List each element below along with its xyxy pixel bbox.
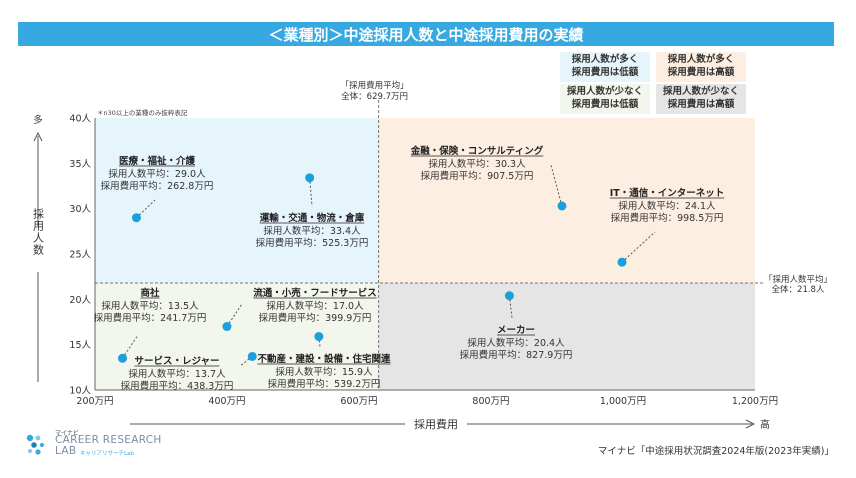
- ref-value-hires: 全体：21.8人: [772, 284, 825, 295]
- point-hires-label: 採用人数平均：24.1人: [618, 200, 716, 212]
- y-tick-label: 15人: [69, 340, 91, 351]
- ref-value-cost: 全体：629.7万円: [341, 91, 408, 102]
- y-tick-label: 40人: [69, 114, 91, 125]
- x-arrow-head-icon: [745, 419, 756, 429]
- point-hires-label: 採用人数平均：30.3人: [428, 158, 526, 170]
- point-hires-label: 採用人数平均：13.7人: [128, 368, 226, 380]
- data-point: [305, 173, 315, 183]
- leader-line: [226, 303, 243, 327]
- x-tick-label: 400万円: [208, 396, 245, 407]
- logo-dots-icon: [26, 434, 44, 455]
- legend-bottom-right: 採用人数が少なく 採用費用は高額: [656, 84, 746, 114]
- point-industry-label: 医療・福祉・介護: [119, 155, 196, 167]
- leader-line: [550, 164, 563, 207]
- data-point: [222, 322, 232, 332]
- x-label-bg: [405, 416, 467, 432]
- brand-subname: キャリアリサーチLab: [80, 451, 134, 457]
- point-cost-label: 採用費用平均：907.5万円: [421, 170, 534, 182]
- point-industry-label: 運輸・交通・物流・倉庫: [260, 212, 365, 224]
- point-cost-label: 採用費用平均：399.9万円: [259, 312, 372, 324]
- point-industry-label: 金融・保険・コンサルティング: [410, 145, 544, 157]
- quadrant-bottom-left: [95, 283, 379, 390]
- x-tick-label: 1,200万円: [732, 396, 778, 407]
- footnote-n30: ＊n30以上の業種のみ抜粋表記: [97, 108, 188, 117]
- point-cost-label: 採用費用平均：438.3万円: [121, 380, 234, 392]
- x-tick-label: 800万円: [472, 396, 509, 407]
- point-cost-label: 採用費用平均：525.3万円: [256, 237, 369, 249]
- ref-label-hires: 「採用人数平均」: [764, 274, 832, 285]
- x-tick-label: 600万円: [340, 396, 377, 407]
- legend-top-right: 採用人数が多く 採用費用は高額: [656, 52, 746, 82]
- leader-line: [621, 231, 656, 263]
- point-hires-label: 採用人数平均：15.9人: [275, 366, 373, 378]
- y-axis-top-label: 多: [33, 114, 43, 126]
- career-research-lab-logo: [24, 428, 164, 462]
- data-point: [118, 353, 128, 363]
- point-cost-label: 採用費用平均：262.8万円: [101, 180, 214, 192]
- leader-line: [122, 334, 139, 359]
- data-point: [247, 351, 257, 361]
- x-tick-label: 1,000万円: [600, 396, 646, 407]
- source-note: マイナビ「中途採用状況調査2024年版(2023年実績)」: [597, 446, 834, 457]
- leader-line: [239, 356, 253, 367]
- point-hires-label: 採用人数平均：20.4人: [467, 337, 565, 349]
- y-axis-title: 採用人数: [32, 207, 45, 256]
- point-industry-label: サービス・レジャー: [134, 355, 219, 367]
- y-tick-label: 25人: [69, 250, 91, 261]
- point-hires-label: 採用人数平均：29.0人: [108, 168, 206, 180]
- leader-line: [309, 177, 313, 207]
- x-axis-title: 採用費用: [414, 417, 458, 431]
- point-industry-label: IT・通信・インターネット: [610, 187, 725, 199]
- y-label-bg: [28, 226, 48, 272]
- x-axis-right-label: 高: [760, 418, 770, 431]
- point-cost-label: 採用費用平均：539.2万円: [268, 378, 381, 390]
- point-cost-label: 採用費用平均：827.9万円: [460, 349, 573, 361]
- point-cost-label: 採用費用平均：998.5万円: [611, 212, 724, 224]
- ref-label-cost: 「採用費用平均」: [341, 80, 409, 91]
- legend-bottom-left: 採用人数が少なく 採用費用は低額: [560, 84, 650, 114]
- quadrant-top-left: [95, 118, 379, 284]
- x-tick-label: 200万円: [76, 396, 113, 407]
- quadrant-bottom-right: [378, 283, 755, 390]
- y-tick-label: 35人: [69, 159, 91, 170]
- point-hires-label: 採用人数平均：17.0人: [266, 300, 364, 312]
- data-point: [131, 213, 141, 223]
- quadrant-top-right: [378, 118, 755, 284]
- y-tick-label: 20人: [69, 295, 91, 306]
- y-tick-label: 30人: [69, 204, 91, 215]
- brand-mynavi: マイナビ: [55, 430, 79, 437]
- point-cost-label: 採用費用平均：241.7万円: [94, 312, 207, 324]
- point-industry-label: メーカー: [497, 325, 535, 336]
- point-hires-label: 採用人数平均：33.4人: [263, 225, 361, 237]
- data-point: [557, 201, 567, 211]
- y-tick-label: 10人: [69, 386, 91, 397]
- data-point: [314, 332, 324, 342]
- point-industry-label: 商社: [140, 287, 160, 299]
- point-industry-label: 不動産・建設・設備・住宅関連: [257, 353, 391, 365]
- legend-top-left: 採用人数が多く 採用費用は低額: [560, 52, 650, 82]
- data-point: [617, 257, 627, 267]
- chart-title: ＜業種別＞中途採用人数と中途採用費用の実績: [18, 22, 834, 46]
- point-hires-label: 採用人数平均：13.5人: [101, 300, 199, 312]
- data-point: [504, 291, 514, 301]
- y-arrow-head-icon: [33, 131, 43, 142]
- point-industry-label: 流通・小売・フードサービス: [253, 287, 377, 299]
